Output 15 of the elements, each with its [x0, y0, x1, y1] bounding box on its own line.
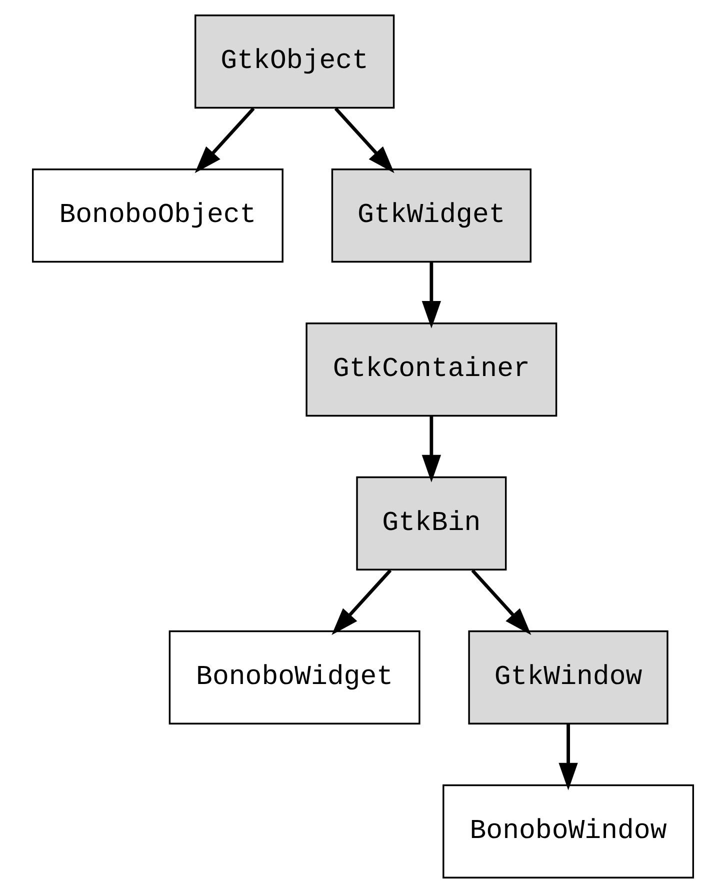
- node-box: BonoboWindow: [442, 784, 694, 878]
- node-box: BonoboObject: [32, 168, 284, 263]
- arrow: [334, 107, 394, 174]
- node-box: BonoboWidget: [168, 630, 420, 724]
- arrow: [558, 724, 578, 790]
- arrow: [332, 569, 392, 635]
- node-box: GtkContainer: [306, 322, 558, 417]
- arrow: [471, 569, 532, 635]
- node-box: GtkWindow: [468, 630, 668, 724]
- node-box: GtkBin: [356, 476, 507, 571]
- arrow: [422, 416, 442, 482]
- node-box: GtkObject: [194, 14, 395, 109]
- arrow: [422, 262, 442, 328]
- arrow: [194, 107, 255, 174]
- node-box: GtkWidget: [331, 168, 532, 263]
